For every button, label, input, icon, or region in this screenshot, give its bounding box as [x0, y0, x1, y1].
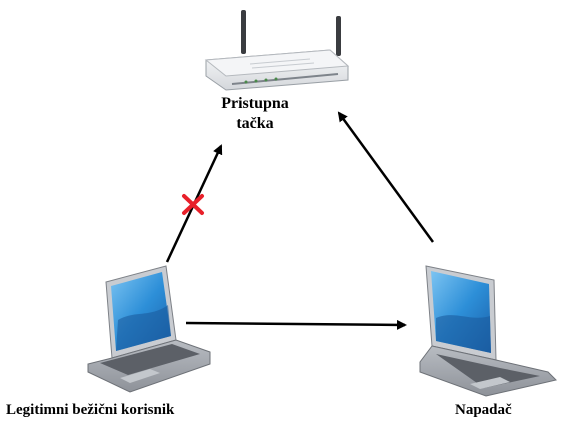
laptop-icon	[87, 265, 211, 393]
access-point-label-line1: Pristupna	[221, 95, 289, 112]
access-point-label-line2: tačka	[236, 114, 274, 132]
blocked-x-icon	[182, 194, 204, 215]
access-point-label: Pristupna tačka	[190, 94, 320, 133]
attacker-label: Napadač	[455, 402, 512, 418]
router-icon	[204, 10, 350, 91]
arrow-attacker-to-ap	[337, 111, 435, 243]
laptop-icon	[419, 265, 557, 397]
arrow-user-to-attacker	[185, 319, 407, 330]
legit-user-label: Legitimni bežični korisnik	[6, 402, 175, 418]
